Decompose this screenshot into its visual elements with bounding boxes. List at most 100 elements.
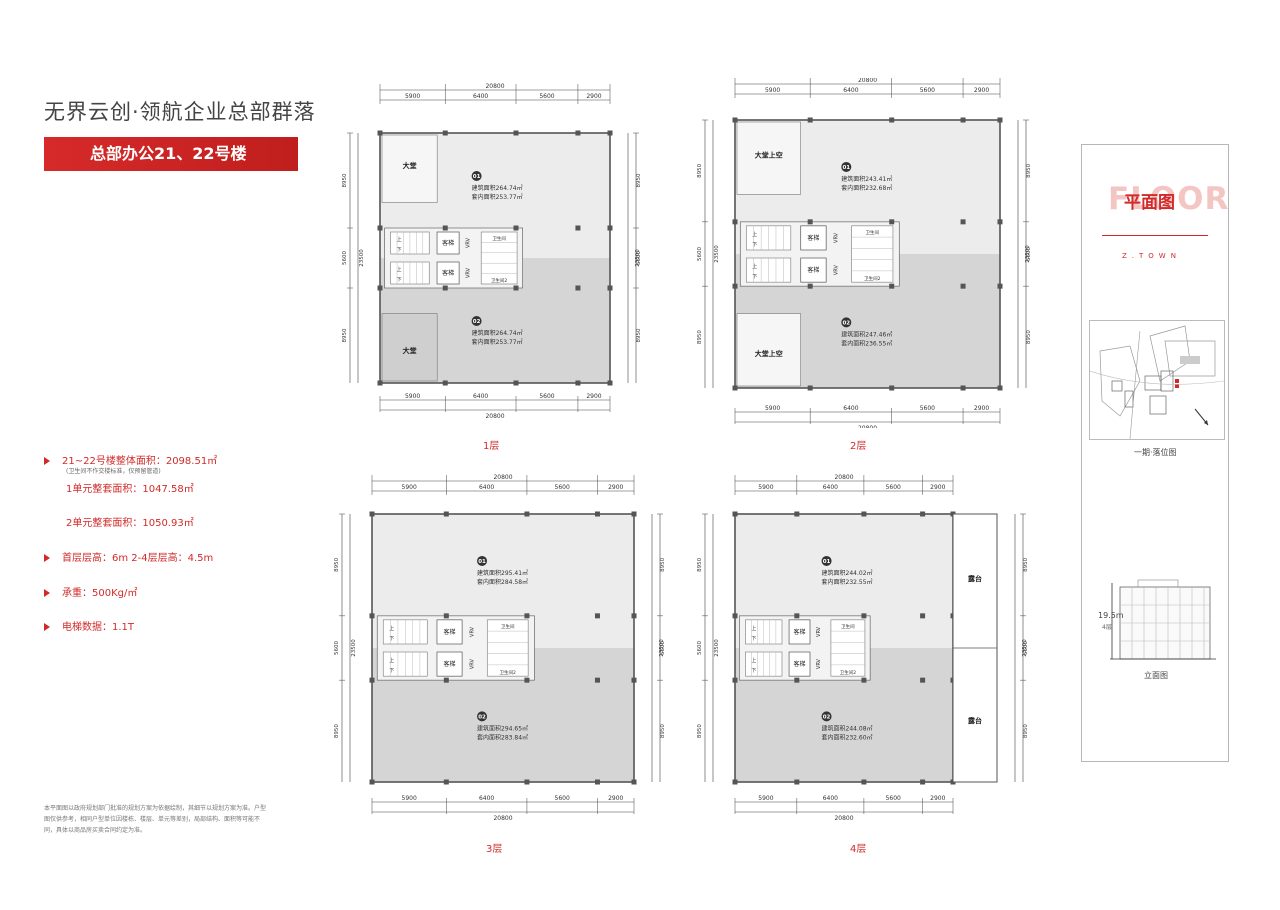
structural-column <box>594 677 600 683</box>
elevator-label: 客梯 <box>794 660 806 668</box>
structural-column <box>920 677 926 683</box>
dimension-value: 8950 <box>697 557 703 571</box>
structural-column <box>732 779 738 785</box>
dimension-value: 6400 <box>479 484 494 491</box>
structural-column <box>732 219 738 225</box>
dimension-total: 23500 <box>714 245 720 263</box>
spec-total-area: 21~22号楼整体面积：2098.51㎡ <box>44 452 284 467</box>
toilet-label: 卫生间 <box>501 623 515 630</box>
dimension-value: 2900 <box>586 93 601 100</box>
stair-up-label: 上 <box>752 231 757 238</box>
dimension-value: 8950 <box>636 328 642 342</box>
unit-number-badge <box>821 555 832 566</box>
toilet-block <box>480 231 518 285</box>
structural-column <box>513 285 519 291</box>
unit-gross-area-02: 建筑面积244.08㎡ <box>822 724 873 732</box>
dimension-value: 5600 <box>920 87 935 94</box>
structural-column <box>607 130 613 136</box>
dimension-value: 2900 <box>608 484 623 491</box>
floor-plan-4-label: 4层 <box>850 844 867 855</box>
structural-column <box>377 285 383 291</box>
structural-column <box>607 285 613 291</box>
spec-note: (卫生间不作交楼标准，仅预留管道) <box>66 468 161 475</box>
dimension-value: 8950 <box>660 557 666 571</box>
elevation-height: 19.5m <box>1098 611 1124 620</box>
elevator-2 <box>788 651 811 677</box>
structural-column <box>861 779 867 785</box>
stair-down-label: 下 <box>752 242 757 248</box>
stair-down-label: 下 <box>751 636 756 642</box>
structural-column <box>575 285 581 291</box>
bullet-icon <box>44 457 50 465</box>
dimension-value: 8950 <box>697 163 703 177</box>
structural-column <box>920 511 926 517</box>
vrv-label: VRV <box>470 626 476 637</box>
dimension-value: 5600 <box>539 93 554 100</box>
unit-net-area-02: 套内面积236.55㎡ <box>841 339 892 347</box>
structural-column <box>997 283 1003 289</box>
dimension-value: 8950 <box>342 328 348 342</box>
toilet-label: 卫生间2 <box>864 275 880 282</box>
structural-column <box>920 613 926 619</box>
dimension-total: 20800 <box>485 413 504 418</box>
dimension-value: 8950 <box>334 724 340 738</box>
structural-column <box>631 613 637 619</box>
lobby-room-1 <box>381 134 438 203</box>
dimension-value: 8950 <box>1026 330 1030 344</box>
dimension-value: 6400 <box>843 405 858 412</box>
terrace-label-2: 露台 <box>968 716 982 725</box>
dimension-value: 5900 <box>405 93 420 100</box>
vrv-label: VRV <box>816 658 822 669</box>
structural-column <box>960 283 966 289</box>
dimension-value: 5600 <box>660 641 666 655</box>
elevator-1 <box>436 231 460 255</box>
unit-net-area-02: 套内面积232.60㎡ <box>822 733 873 741</box>
vrv-label: VRV <box>834 232 840 243</box>
structural-column <box>997 117 1003 123</box>
toilet-label: 卫生间 <box>866 229 880 236</box>
dimension-total: 20800 <box>493 815 512 822</box>
elevator-label: 客梯 <box>442 269 454 277</box>
structural-column <box>575 225 581 231</box>
dimension-value: 5600 <box>555 795 570 802</box>
structural-column <box>442 380 448 386</box>
dimension-value: 2900 <box>930 484 945 491</box>
structural-column <box>960 117 966 123</box>
spec-unit2-area: 2单元整套面积：1050.93㎡ <box>66 518 194 529</box>
dimension-total: 20800 <box>834 474 853 481</box>
dimension-value: 8950 <box>1023 557 1029 571</box>
structural-column <box>607 380 613 386</box>
site-map-caption: 一期·落位图 <box>1134 448 1177 457</box>
structural-column <box>443 511 449 517</box>
outer-wall <box>371 513 635 783</box>
structural-column <box>594 511 600 517</box>
stair-down-label: 下 <box>389 636 394 642</box>
elevation-svg <box>1110 579 1216 660</box>
structural-column <box>732 117 738 123</box>
spec-list: 21~22号楼整体面积：2098.51㎡ (卫生间不作交楼标准，仅预留管道) 1… <box>44 452 284 633</box>
structural-column <box>889 385 895 391</box>
dimension-value: 5600 <box>636 251 642 265</box>
structural-column <box>732 613 738 619</box>
toilet-label: 卫生间 <box>841 623 855 630</box>
dimension-total: 20800 <box>834 815 853 822</box>
lobby-room-2 <box>736 313 801 387</box>
structural-column <box>524 511 530 517</box>
structural-column <box>575 380 581 386</box>
structural-column <box>607 225 613 231</box>
structural-column <box>369 677 375 683</box>
elevation-drawing <box>1090 575 1222 665</box>
dimension-value: 5600 <box>555 484 570 491</box>
toilet-label: 卫生间2 <box>491 277 507 284</box>
vrv-label: VRV <box>470 658 476 669</box>
dimension-value: 5600 <box>697 247 703 261</box>
spec-floor-height: 首层层高：6m 2-4层层高：4.5m <box>44 549 284 584</box>
elevator-1 <box>436 619 463 645</box>
outer-wall <box>379 132 611 384</box>
structural-column <box>442 225 448 231</box>
stair-down-label: 下 <box>397 247 402 253</box>
